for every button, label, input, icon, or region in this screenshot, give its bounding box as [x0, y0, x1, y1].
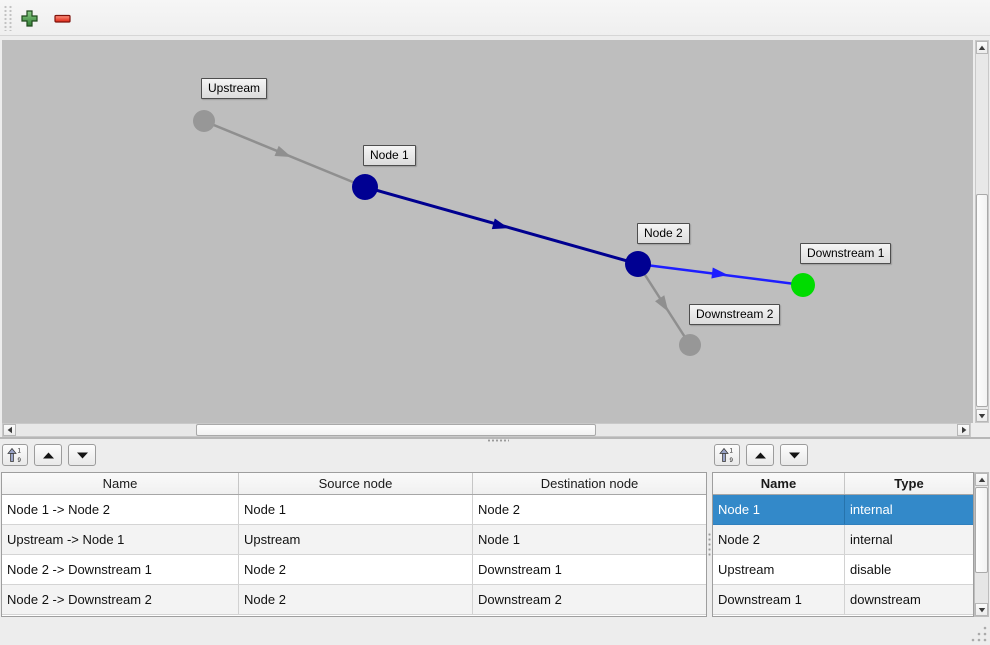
arrowhead-icon [274, 145, 292, 158]
column-header-destination[interactable]: Destination node [540, 476, 639, 491]
scroll-up-icon [978, 45, 986, 50]
node-label-node2[interactable]: Node 2 [637, 223, 690, 244]
arrowhead-icon [711, 267, 728, 279]
column-header-source[interactable]: Source node [239, 473, 473, 494]
edges-move-up-button[interactable] [34, 444, 62, 466]
edges-table-header: Name Source node Destination node [2, 473, 706, 495]
cell-source: Node 1 [239, 495, 473, 524]
remove-button[interactable] [49, 6, 75, 30]
table-scroll-thumb[interactable] [975, 487, 988, 573]
node-downstream2[interactable] [679, 334, 701, 356]
vertical-scroll-thumb[interactable] [976, 194, 988, 407]
cell-type: disable [850, 562, 892, 577]
scroll-down-icon [978, 413, 986, 418]
scroll-left-button[interactable] [3, 424, 16, 436]
node-label-upstream[interactable]: Upstream [201, 78, 268, 99]
graph-canvas[interactable]: Upstream Node 1 Node 2 Downstream 1 Down… [2, 40, 973, 423]
cell-destination: Node 1 [478, 532, 520, 547]
table-row[interactable]: Upstream disable [713, 555, 973, 585]
scroll-up-icon [978, 477, 985, 482]
scroll-right-button[interactable] [957, 424, 970, 436]
scroll-down-button[interactable] [975, 603, 988, 616]
column-header-type[interactable]: Type [894, 476, 924, 491]
node-label-node1[interactable]: Node 1 [363, 145, 416, 166]
table-row[interactable]: Upstream -> Node 1 Upstream Node 1 [2, 525, 706, 555]
nodes-table: Name Type Node 1 internal Node 2 interna… [712, 472, 974, 617]
canvas-vertical-scrollbar[interactable] [975, 40, 989, 423]
plus-icon [20, 9, 38, 27]
svg-text:9: 9 [18, 458, 22, 463]
table-row[interactable]: Node 1 -> Node 2 Node 1 Node 2 [2, 495, 706, 525]
edges-sort-button[interactable]: 1 9 [2, 444, 28, 466]
down-arrow-icon [76, 452, 88, 458]
svg-text:1: 1 [18, 449, 22, 455]
scroll-right-icon [961, 426, 966, 434]
nodes-table-header: Name Type [713, 473, 973, 495]
scroll-left-icon [7, 426, 12, 434]
scroll-up-button[interactable] [975, 473, 988, 486]
sort-ascending-icon: 1 9 [719, 447, 734, 463]
table-row[interactable]: Node 2 internal [713, 525, 973, 555]
nodes-table-scrollbar[interactable] [974, 472, 989, 617]
up-arrow-icon [42, 452, 54, 458]
scroll-down-button[interactable] [976, 409, 988, 422]
cell-destination: Downstream 1 [478, 562, 562, 577]
canvas-horizontal-scrollbar[interactable] [2, 423, 971, 437]
svg-text:1: 1 [730, 449, 734, 455]
up-arrow-icon [754, 452, 766, 458]
node-downstream1[interactable] [791, 273, 815, 297]
table-row[interactable]: Node 2 -> Downstream 2 Node 2 Downstream… [2, 585, 706, 615]
node-upstream[interactable] [193, 110, 215, 132]
minus-icon [53, 14, 71, 23]
cell-type: internal [850, 532, 893, 547]
cell-name: Node 1 -> Node 2 [2, 495, 239, 524]
sort-ascending-icon: 1 9 [7, 447, 22, 463]
cell-source: Node 2 [239, 555, 473, 584]
edges-move-down-button[interactable] [68, 444, 96, 466]
cell-type: internal [850, 502, 893, 517]
cell-name: Upstream [713, 555, 845, 584]
cell-name: Node 2 [713, 525, 845, 554]
arrowhead-icon [491, 218, 509, 230]
node-label-downstream1[interactable]: Downstream 1 [800, 243, 892, 264]
cell-name: Node 2 -> Downstream 2 [2, 585, 239, 614]
cell-type: downstream [850, 592, 921, 607]
nodes-move-up-button[interactable] [746, 444, 774, 466]
panel-splitter[interactable] [0, 437, 990, 439]
scroll-down-icon [978, 607, 985, 612]
cell-name: Downstream 1 [713, 585, 845, 614]
edges-table: Name Source node Destination node Node 1… [1, 472, 707, 617]
add-button[interactable] [16, 6, 42, 30]
table-row-selected[interactable]: Node 1 internal [713, 495, 973, 525]
splitter-grip[interactable] [487, 439, 509, 442]
nodes-sort-button[interactable]: 1 9 [714, 444, 740, 466]
horizontal-scroll-thumb[interactable] [196, 424, 596, 436]
node-label-downstream2[interactable]: Downstream 2 [689, 304, 781, 325]
column-header-name[interactable]: Name [2, 473, 239, 494]
graph-svg [193, 110, 815, 356]
pane-splitter-grip[interactable] [708, 532, 711, 558]
table-row[interactable]: Node 2 -> Downstream 1 Node 2 Downstream… [2, 555, 706, 585]
down-arrow-icon [788, 452, 800, 458]
cell-source: Node 2 [239, 585, 473, 614]
cell-source: Upstream [239, 525, 473, 554]
cell-destination: Node 2 [478, 502, 520, 517]
scroll-up-button[interactable] [976, 41, 988, 54]
resize-grip-icon[interactable] [970, 625, 988, 643]
cell-name: Node 1 [713, 495, 845, 524]
cell-name: Node 2 -> Downstream 1 [2, 555, 239, 584]
column-header-name[interactable]: Name [713, 473, 845, 494]
cell-name: Upstream -> Node 1 [2, 525, 239, 554]
node-node1[interactable] [352, 174, 378, 200]
table-row[interactable]: Downstream 1 downstream [713, 585, 973, 615]
nodes-move-down-button[interactable] [780, 444, 808, 466]
toolbar-grip[interactable] [3, 5, 12, 31]
node-node2[interactable] [625, 251, 651, 277]
arrowhead-icon [655, 295, 669, 312]
cell-destination: Downstream 2 [478, 592, 562, 607]
main-toolbar [0, 0, 990, 36]
svg-text:9: 9 [730, 458, 734, 463]
